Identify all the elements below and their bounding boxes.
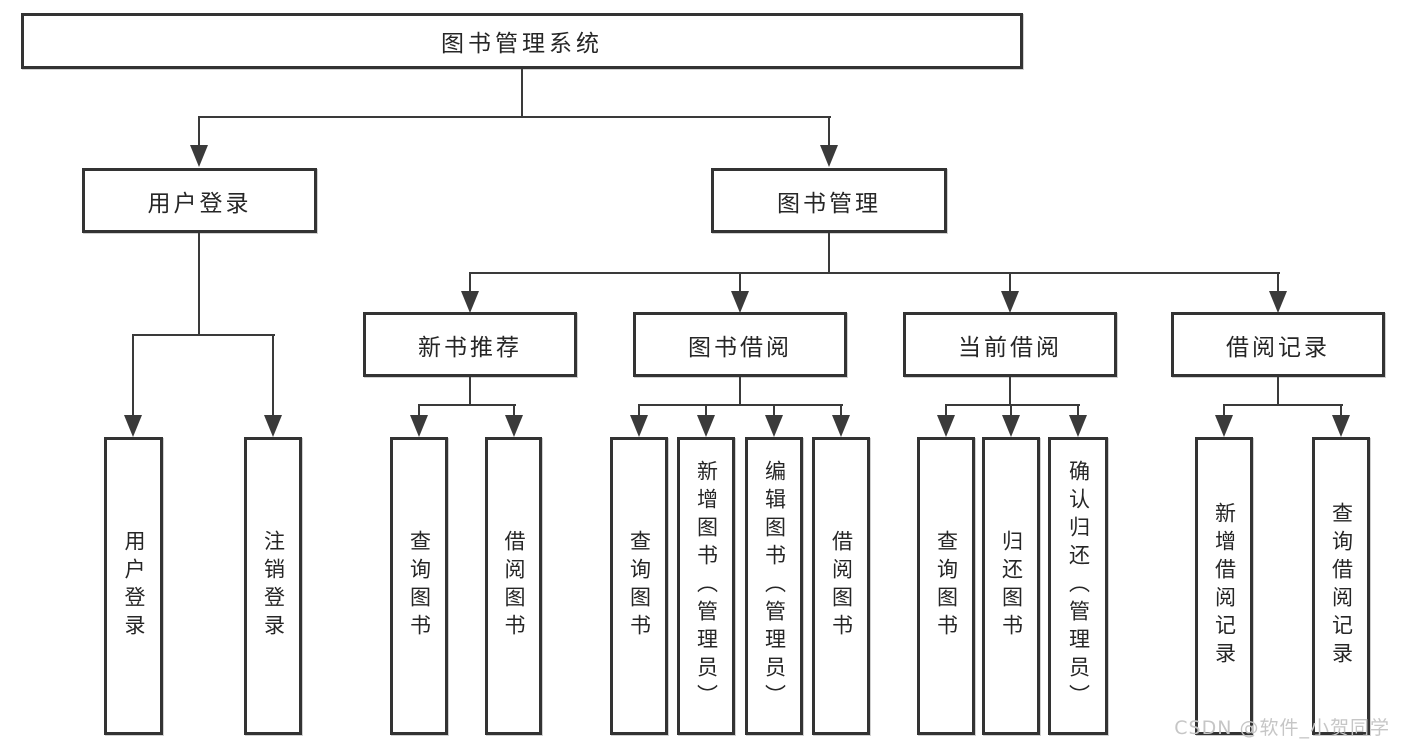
arrow-down-icon	[937, 415, 955, 437]
connector-root-trunk	[521, 68, 523, 118]
connector-stem	[1009, 272, 1011, 292]
leaf-user-login: 用户登录	[104, 437, 163, 735]
node-current-borrow: 当前借阅	[903, 312, 1117, 377]
arrow-down-icon	[1002, 415, 1020, 437]
leaf-logout: 注销登录	[244, 437, 302, 735]
connector-stem	[828, 116, 830, 146]
arrow-down-icon	[264, 415, 282, 437]
leaf-borrow-book: 借阅图书	[812, 437, 870, 735]
arrow-down-icon	[697, 415, 715, 437]
connector-rail	[945, 404, 1080, 406]
leaf-confirm-return-admin: 确认归还（管理员）	[1048, 437, 1108, 735]
connector-trunk	[739, 376, 741, 406]
csdn-watermark: CSDN @软件_小贺同学	[1174, 717, 1390, 739]
arrow-down-icon	[1069, 415, 1087, 437]
arrow-down-icon	[1215, 415, 1233, 437]
connector-rail	[418, 404, 516, 406]
arrow-down-icon	[731, 291, 749, 313]
arrow-down-icon	[190, 145, 208, 167]
connector-stem	[638, 404, 640, 416]
connector-stem	[1010, 404, 1012, 416]
node-book-management: 图书管理	[711, 168, 947, 233]
node-user-login: 用户登录	[82, 168, 317, 233]
connector-stem	[272, 334, 274, 416]
node-book-borrow: 图书借阅	[633, 312, 847, 377]
arrow-down-icon	[124, 415, 142, 437]
leaf-query-book-borrow: 查询图书	[610, 437, 668, 735]
connector-level2-rail	[198, 116, 831, 118]
connector-stem	[1277, 272, 1279, 292]
connector-stem	[418, 404, 420, 416]
connector-stem	[198, 116, 200, 146]
arrow-down-icon	[1269, 291, 1287, 313]
node-borrow-records: 借阅记录	[1171, 312, 1385, 377]
connector-stem	[1340, 404, 1342, 416]
arrow-down-icon	[820, 145, 838, 167]
leaf-edit-book-admin: 编辑图书（管理员）	[745, 437, 803, 735]
connector-stem	[132, 334, 134, 416]
arrow-down-icon	[765, 415, 783, 437]
connector-mgmt-trunk	[828, 232, 830, 274]
connector-stem	[773, 404, 775, 416]
leaf-query-book-recommend: 查询图书	[390, 437, 448, 735]
arrow-down-icon	[461, 291, 479, 313]
leaf-query-book-current: 查询图书	[917, 437, 975, 735]
leaf-query-borrow-record: 查询借阅记录	[1312, 437, 1370, 735]
connector-trunk	[1009, 376, 1011, 406]
connector-stem	[945, 404, 947, 416]
connector-stem	[739, 272, 741, 292]
arrow-down-icon	[505, 415, 523, 437]
connector-login-trunk	[198, 232, 200, 336]
leaf-borrow-book-recommend: 借阅图书	[485, 437, 542, 735]
arrow-down-icon	[410, 415, 428, 437]
leaf-return-book: 归还图书	[982, 437, 1040, 735]
leaf-add-book-admin: 新增图书（管理员）	[677, 437, 735, 735]
arrow-down-icon	[1332, 415, 1350, 437]
connector-level3-rail	[469, 272, 1280, 274]
arrow-down-icon	[1001, 291, 1019, 313]
leaf-add-borrow-record: 新增借阅记录	[1195, 437, 1253, 735]
connector-stem	[705, 404, 707, 416]
connector-trunk	[1277, 376, 1279, 406]
arrow-down-icon	[832, 415, 850, 437]
connector-stem	[1077, 404, 1079, 416]
connector-rail	[638, 404, 843, 406]
node-library-system: 图书管理系统	[21, 13, 1023, 69]
node-new-book-recommend: 新书推荐	[363, 312, 577, 377]
connector-login-rail	[132, 334, 275, 336]
connector-trunk	[469, 376, 471, 406]
connector-stem	[469, 272, 471, 292]
arrow-down-icon	[630, 415, 648, 437]
connector-rail	[1223, 404, 1343, 406]
connector-stem	[840, 404, 842, 416]
connector-stem	[1223, 404, 1225, 416]
connector-stem	[513, 404, 515, 416]
